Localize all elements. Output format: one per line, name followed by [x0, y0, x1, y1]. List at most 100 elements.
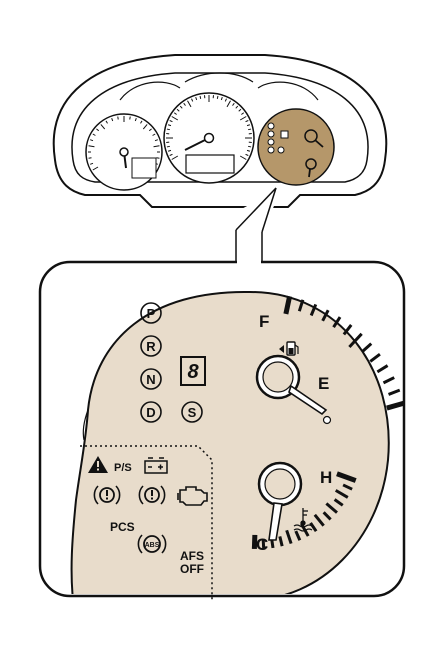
speed-tick [239, 155, 247, 160]
power-steering-label: P/S [114, 462, 132, 474]
speed-tick [169, 153, 173, 156]
speed-tick [235, 105, 239, 109]
speed-tick [171, 116, 179, 121]
speed-tick [246, 149, 251, 152]
shift-indicator-r: R [140, 335, 162, 357]
speedometer-gauge [163, 92, 255, 184]
fuel-scale-tick [386, 400, 405, 411]
detail-gauge-face [70, 290, 390, 594]
tach-tick [96, 128, 100, 132]
speed-tick [195, 96, 198, 101]
fuel-scale-tick [388, 388, 401, 396]
speed-tick [245, 153, 249, 156]
speed-tick [166, 128, 170, 131]
temp-scale-tick [322, 511, 332, 521]
svg-text:ABS: ABS [145, 542, 160, 549]
temp-scale-tick [261, 538, 266, 549]
temp-scale-tick [333, 498, 344, 507]
tach-tick [129, 116, 131, 120]
svg-text:8: 8 [187, 361, 199, 383]
speed-tick [179, 105, 183, 109]
speed-tick [191, 98, 194, 102]
temp-scale-tick [342, 483, 353, 491]
speed-tick [187, 100, 192, 108]
warning-triangle-icon [88, 456, 108, 473]
speed-tick [176, 108, 180, 112]
svg-text:P: P [147, 306, 156, 321]
speed-tick [171, 155, 179, 160]
tach-tick [111, 118, 114, 122]
speed-tick [239, 116, 247, 121]
speed-tick [224, 98, 227, 102]
speed-tick [248, 145, 252, 148]
shift-indicator-d: D [140, 401, 162, 423]
tach-tick [134, 118, 137, 122]
speed-tick [166, 145, 170, 148]
shift-indicator-n: N [140, 368, 162, 390]
tach-tick [88, 157, 92, 159]
battery-icon [144, 457, 168, 474]
tach-tick [90, 139, 94, 142]
fuel-scale-tick [382, 376, 395, 385]
speed-tick [245, 120, 249, 123]
tach-tick [88, 145, 95, 148]
coolant-temperature-icon [293, 508, 313, 532]
speed-tick [241, 112, 245, 115]
shift-position-indicators: P R N D S [140, 302, 203, 423]
svg-text:D: D [146, 405, 155, 420]
shift-indicator-s: S [181, 401, 203, 423]
fuel-scale-tick [376, 364, 389, 374]
temp-scale-tick [278, 536, 284, 547]
speed-tick [167, 149, 172, 152]
speed-tick [199, 95, 202, 99]
tach-tick [148, 128, 152, 132]
svg-text:S: S [188, 405, 197, 420]
tach-tick [152, 133, 156, 136]
brake-warning-icon-2 [138, 485, 166, 505]
speed-tick [232, 102, 235, 106]
fuel-full-label: F [259, 312, 269, 331]
tach-tick [156, 157, 160, 159]
fuel-scale-tick [309, 303, 318, 317]
speed-tick [246, 124, 251, 127]
pcs-label: PCS [110, 520, 135, 534]
speed-tick [248, 128, 252, 131]
fuel-pump-icon [279, 341, 299, 356]
tach-tick [154, 139, 158, 142]
fuel-scale-tick [297, 299, 305, 312]
fuel-scale-tick [342, 324, 353, 336]
speed-tick [173, 112, 177, 115]
gear-position-display: 8 [180, 356, 206, 386]
svg-text:R: R [146, 339, 156, 354]
tach-tick [90, 162, 94, 165]
brake-warning-icon [93, 485, 121, 505]
tach-tick [92, 133, 96, 136]
svg-text:N: N [146, 372, 155, 387]
fuel-gauge: F E [255, 312, 332, 425]
fuel-temp-gauge-highlighted [257, 108, 335, 186]
temp-scale-tick [309, 522, 318, 533]
fuel-scale-tick [361, 342, 373, 353]
speed-tick [226, 100, 231, 108]
temp-scale-tick [313, 513, 325, 527]
fuel-scale-tick [369, 353, 381, 363]
tachometer-gauge [85, 113, 163, 191]
speed-tick [238, 108, 242, 112]
fuel-scale-tick [321, 309, 330, 322]
svg-text:AFS: AFS [180, 549, 204, 563]
afs-off-indicator: AFS OFF [180, 549, 204, 576]
fuel-scale-tick [332, 316, 342, 328]
tach-tick [117, 116, 119, 120]
tach-tick [153, 145, 160, 148]
abs-icon: ABS [137, 534, 167, 554]
temp-hot-label: H [320, 468, 332, 487]
svg-text:OFF: OFF [180, 562, 204, 576]
tach-tick [140, 120, 143, 124]
fuel-needle [288, 384, 328, 416]
speed-tick [167, 124, 172, 127]
temp-gauge: H C [256, 461, 332, 554]
fuel-scale-tick [348, 332, 363, 349]
temp-scale-tick [294, 530, 302, 541]
cluster-eyebrow-right [257, 81, 319, 101]
